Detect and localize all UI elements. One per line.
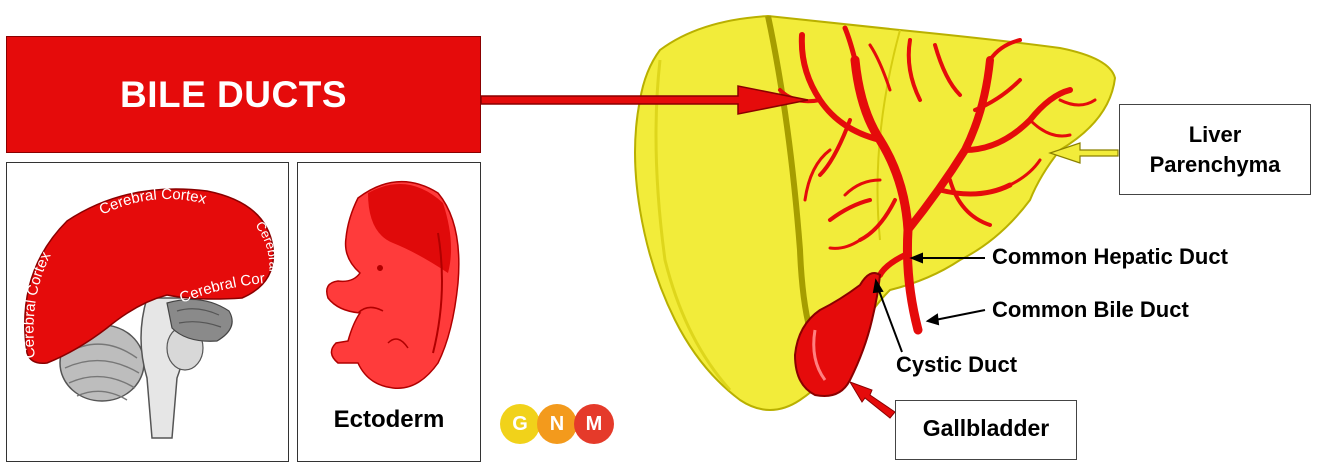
gallbladder-arrow: [850, 382, 895, 418]
common-bile-duct-label: Common Bile Duct: [992, 297, 1189, 323]
gallbladder-label: Gallbladder: [896, 415, 1076, 442]
liver-parenchyma: [635, 16, 1115, 410]
liver-parenchyma-callout: Liver Parenchyma: [1119, 104, 1311, 195]
liver-parenchyma-line2: Parenchyma: [1120, 152, 1310, 178]
liver-parenchyma-line1: Liver: [1120, 122, 1310, 148]
common-hepatic-duct-label: Common Hepatic Duct: [992, 244, 1228, 270]
logo-letter-m: M: [574, 404, 614, 444]
logo-letter-g: G: [500, 404, 540, 444]
cystic-duct-label: Cystic Duct: [896, 352, 1017, 378]
logo-letter-n: N: [537, 404, 577, 444]
gallbladder-callout: Gallbladder: [895, 400, 1077, 460]
liver-diagram: [0, 0, 1322, 450]
cystic-pointer: [878, 288, 902, 352]
common-bile-pointer: [935, 310, 985, 320]
